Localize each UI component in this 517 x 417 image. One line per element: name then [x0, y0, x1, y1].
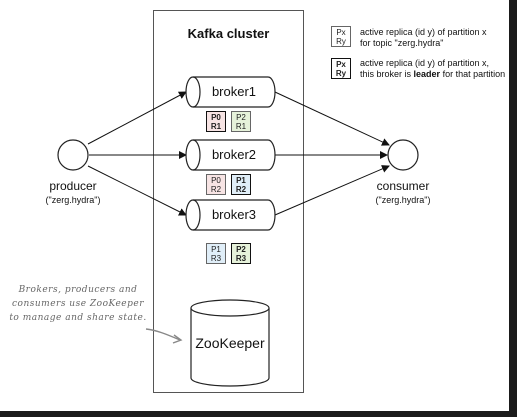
- arrow-broker3-consumer: [274, 165, 390, 216]
- producer-node: [57, 139, 89, 171]
- diagram-canvas: Kafka cluster: [0, 0, 509, 411]
- broker2-label: broker2: [211, 147, 257, 162]
- producer-topic: ("zerg.hydra"): [45, 195, 101, 205]
- producer-label: producer: [49, 179, 97, 193]
- zookeeper-label: ZooKeeper: [195, 335, 265, 351]
- consumer-node: [387, 139, 419, 171]
- consumer-label: consumer: [376, 179, 430, 193]
- legend-leader-text: active replica (id y) of partition x, th…: [360, 58, 506, 79]
- zookeeper-note: Brokers, producers and consumers use Zoo…: [9, 285, 147, 323]
- broker1-cylinder: [185, 76, 276, 108]
- legend-replica-text: active replica (id y) of partition x for…: [360, 27, 487, 48]
- arrow-broker1-consumer: [274, 91, 390, 146]
- broker3-cylinder: [185, 199, 276, 231]
- zookeeper-cylinder: [190, 299, 270, 387]
- broker3-label: broker3: [211, 207, 257, 222]
- arrow-producer-broker1: [87, 91, 187, 145]
- note-arrow: [145, 328, 181, 341]
- broker1-label: broker1: [211, 84, 257, 99]
- arrow-producer-broker3: [87, 165, 187, 216]
- consumer-topic: ("zerg.hydra"): [375, 195, 431, 205]
- broker2-cylinder: [185, 139, 276, 171]
- cluster-title: Kafka cluster: [187, 26, 270, 41]
- diagram-lines: [57, 76, 419, 387]
